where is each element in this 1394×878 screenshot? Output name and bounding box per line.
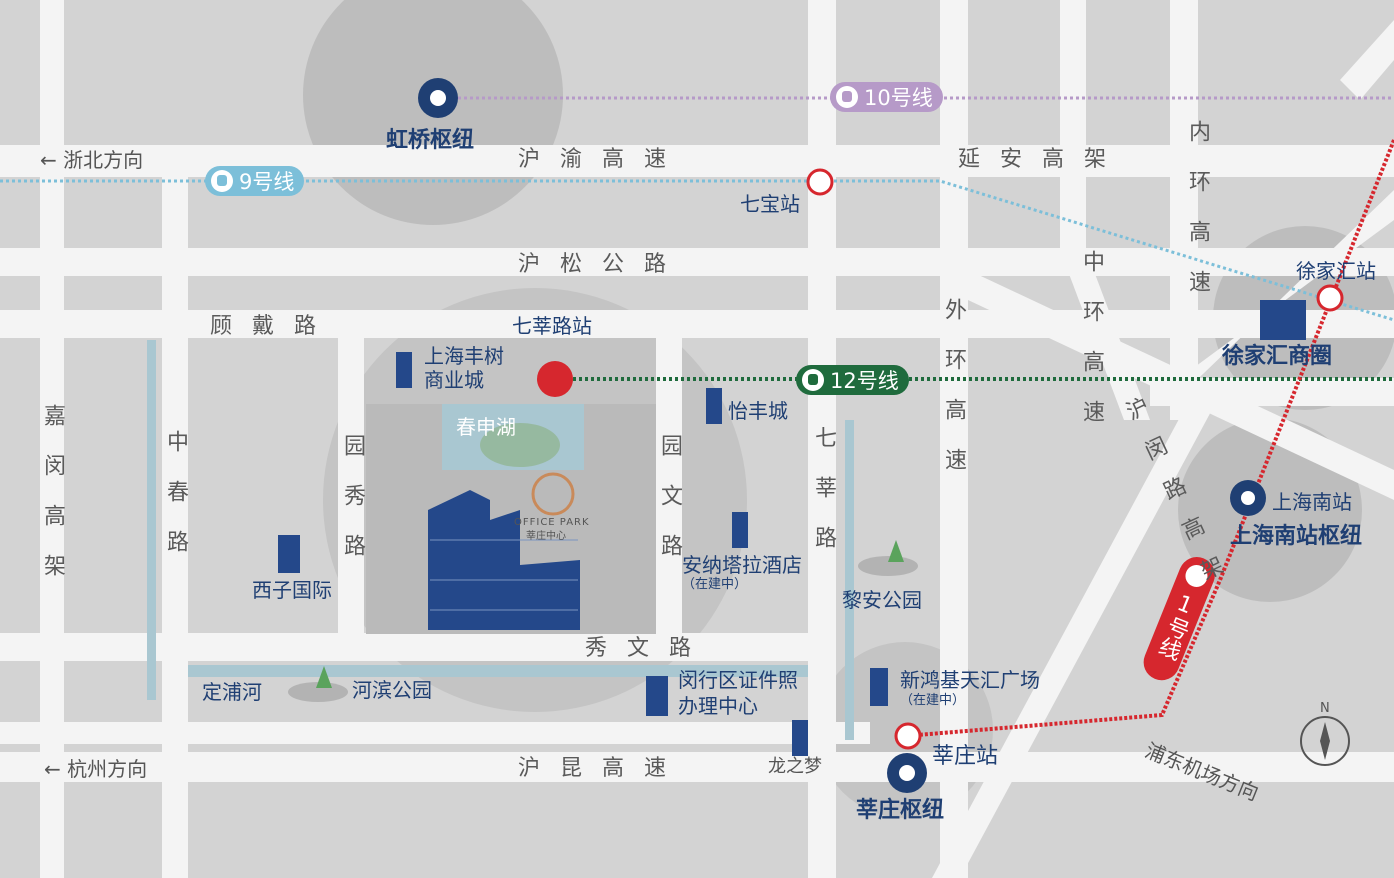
line9-badge: 9号线: [205, 166, 305, 196]
river-right: [845, 420, 854, 740]
line12-badge: 12号线: [796, 365, 909, 395]
yuanxiu-road-label: 园秀路: [340, 434, 365, 584]
dingpu-river-label: 定浦河: [202, 680, 262, 704]
south-station-hub-label: 上海南站枢纽: [1230, 524, 1363, 549]
office-park-logo-text: OFFICE PARK: [514, 517, 590, 528]
river-left: [147, 340, 156, 700]
yanan-elevated-label: 延安高架: [958, 147, 1127, 172]
metro-station-markers: [537, 168, 1344, 750]
dingpu-river: [188, 665, 808, 677]
yuanwen-road-label: 园文路: [657, 434, 682, 584]
minhang-label: 闵行区证件照: [678, 668, 798, 692]
xujiahui-area-label: 徐家汇商圈: [1222, 344, 1333, 369]
anantara-note: （在建中）: [682, 577, 748, 592]
gudai-road-label: 顾戴路: [210, 314, 337, 339]
qixin-road-label: 七莘路: [811, 426, 836, 576]
zhonghuan-expressway-label: 中环高速: [1079, 250, 1104, 450]
line1-track: [904, 139, 1394, 738]
jiamin-elevated-label: 嘉闵高架: [40, 404, 65, 604]
zhongchun-road-label: 中春路: [163, 430, 188, 580]
compass-north-label: N: [1320, 701, 1330, 716]
xinhong-note: （在建中）: [900, 693, 966, 708]
xiuwen-road-label: 秀文路: [585, 636, 712, 661]
zhebei-direction-label: ← 浙北方向: [40, 148, 144, 172]
xinzhuang-hub-label: 莘庄枢纽: [856, 798, 945, 823]
neihuan-expressway-label: 内环高速: [1185, 120, 1210, 320]
xizi-label: 西子国际: [252, 578, 332, 602]
xinhong-label: 新鸿基天汇广场: [900, 668, 1040, 692]
hangzhou-direction-label: ← 杭州方向: [44, 757, 148, 781]
waihuan-expressway-label: 外环高速: [941, 298, 966, 498]
hebin-park-label: 河滨公园: [352, 678, 432, 702]
minhang-label-2: 办理中心: [678, 694, 758, 718]
lian-park-label: 黎安公园: [842, 588, 922, 612]
train-icon: [802, 369, 824, 391]
line10-badge: 10号线: [830, 82, 943, 112]
office-park-logo-icon: [531, 472, 575, 516]
husong-road-label: 沪松公路: [518, 252, 687, 277]
line9-track: [0, 179, 1394, 322]
yifeng-label: 怡丰城: [728, 399, 788, 423]
longzhimeng-label: 龙之梦: [768, 756, 822, 777]
poi-building-icons: [278, 300, 1306, 756]
anantara-label: 安纳塔拉酒店: [682, 553, 802, 577]
qixin-station-label: 七莘路站: [512, 314, 592, 338]
hukun-expressway-label: 沪昆高速: [518, 756, 687, 781]
train-icon: [211, 170, 233, 192]
xujiahui-station-label: 徐家汇站: [1296, 259, 1376, 283]
office-park-logo-subtext: 莘庄中心: [526, 531, 566, 542]
shanghai-south-station-label: 上海南站: [1272, 490, 1352, 514]
xinzhuang-station-label: 莘庄站: [932, 744, 999, 769]
fengshu-label: 上海丰树: [424, 344, 504, 368]
south-station-area-circle: [1178, 418, 1362, 602]
huyu-expressway-label: 沪渝高速: [518, 147, 687, 172]
compass-icon: [1300, 716, 1350, 766]
chunshen-lake-label: 春申湖: [456, 415, 516, 439]
train-icon: [836, 86, 858, 108]
hongqiao-hub-label: 虹桥枢纽: [386, 128, 475, 153]
fengshu-label-2: 商业城: [424, 368, 484, 392]
qibao-station-label: 七宝站: [740, 192, 800, 216]
